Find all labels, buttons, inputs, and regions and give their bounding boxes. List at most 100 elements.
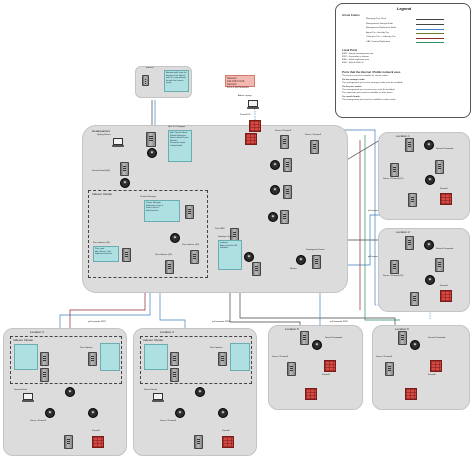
- admin-laptop-icon[interactable]: [247, 100, 259, 109]
- location-2-server-b-icon[interactable]: [390, 260, 399, 274]
- location-1-server-b-icon[interactable]: [390, 163, 399, 177]
- location-3-firewall-icon[interactable]: [92, 436, 104, 448]
- location-4-peer-c-icon[interactable]: [218, 352, 227, 366]
- location-3-peer-c-icon[interactable]: [88, 352, 97, 366]
- hq-router-icon-5[interactable]: ✶: [268, 212, 278, 222]
- location-2-server-c-icon[interactable]: [435, 258, 444, 272]
- hq-router-icon-1[interactable]: ✶: [147, 148, 157, 158]
- server-1-icon[interactable]: [280, 135, 289, 149]
- location-5-server-b-icon[interactable]: [287, 362, 296, 376]
- location-1-server-c-icon[interactable]: [435, 160, 444, 174]
- router-label: Router: [290, 268, 297, 270]
- location-4-router-icon[interactable]: ✶: [195, 387, 205, 397]
- location-5-server-a-icon[interactable]: [300, 331, 309, 345]
- location-6-firewall-b-icon[interactable]: [405, 388, 417, 400]
- location-3-peer-b-icon[interactable]: [40, 368, 49, 382]
- location-2-server-d-icon[interactable]: [410, 292, 419, 306]
- core-server-icon[interactable]: [252, 262, 261, 276]
- location-2-router-2-icon[interactable]: ✶: [425, 275, 435, 285]
- location-5-firewall-a-icon[interactable]: [324, 360, 336, 372]
- location-4-server-a-icon[interactable]: [194, 435, 203, 449]
- syslog-label: Syslog Server: [97, 134, 111, 136]
- location-1-router-icon[interactable]: ✶: [424, 140, 434, 150]
- location-4-fw-label: Firewall: [222, 430, 230, 432]
- fw1-label: Firewall 01: [240, 114, 251, 116]
- server-2-icon[interactable]: [310, 140, 319, 154]
- hq-router-icon-3[interactable]: ✶: [270, 160, 280, 170]
- location-1-router-2-icon[interactable]: ✶: [425, 175, 435, 185]
- legend-note-row: On the peer nodes:: [342, 86, 362, 88]
- search-head-server-icon[interactable]: [120, 162, 129, 176]
- location-2-server-a-icon[interactable]: [405, 236, 414, 250]
- hq-cluster-router-icon[interactable]: ✶: [170, 233, 180, 243]
- peer-indexer-2-icon[interactable]: [165, 260, 174, 274]
- location-6-router-icon[interactable]: ✶: [410, 340, 420, 350]
- admin-laptop-label: Admin Laptop: [238, 95, 252, 97]
- location-3-router-2-icon[interactable]: ✶: [45, 408, 55, 418]
- hq-server-3-icon[interactable]: [283, 158, 292, 172]
- location-6-server-a-icon[interactable]: [398, 331, 407, 345]
- location-4-note-a: [144, 344, 168, 370]
- legend-arrow-swatch: [416, 23, 444, 25]
- hq-laptop-icon[interactable]: [112, 138, 124, 147]
- location-1-firewall-icon[interactable]: [440, 193, 452, 205]
- location-5-router-icon[interactable]: ✶: [312, 340, 322, 350]
- location-2-router-icon[interactable]: ✶: [424, 240, 434, 250]
- location-5-firewall-b-icon[interactable]: [305, 388, 317, 400]
- firewall-2-icon[interactable]: [245, 133, 257, 145]
- hub-label: Hub Ts / Deployer: [168, 126, 186, 128]
- location-1-server-a-icon[interactable]: [405, 138, 414, 152]
- location-1-server-d-icon[interactable]: [408, 193, 417, 207]
- location-5-srv-label: Server / Firewall: [272, 356, 288, 358]
- location-4-router-2-icon[interactable]: ✶: [175, 408, 185, 418]
- internet-label: Internet: [146, 67, 154, 69]
- location-2-firewall-icon[interactable]: [440, 290, 452, 302]
- link-label-5: pi-Forwarder 9997: [330, 321, 348, 323]
- cluster-manager-icon[interactable]: [185, 205, 194, 219]
- location-6-firewall-a-icon[interactable]: [430, 360, 442, 372]
- legend-port-row: 8080 - Index replication port: [342, 59, 370, 61]
- hq-cluster-label: Indexer Cluster: [92, 192, 113, 196]
- link-label-2: pi-Forwarder 9997: [368, 256, 386, 258]
- location-4-laptop-icon[interactable]: [152, 393, 164, 402]
- location-3-srv-label: Server / Firewall: [30, 420, 46, 422]
- legend-ports-heading: Local Ports: [342, 48, 358, 52]
- location-3-router-3-icon[interactable]: ✶: [88, 408, 98, 418]
- peer-indexer-3-icon[interactable]: [190, 250, 199, 264]
- link-label-6: Port 8089: [215, 228, 225, 230]
- peer-indexer-1-icon[interactable]: [122, 248, 131, 262]
- deployment-server-icon[interactable]: [312, 255, 321, 269]
- location-3-server-a-icon[interactable]: [64, 435, 73, 449]
- hub-server-icon[interactable]: [146, 132, 156, 147]
- location-1-srv-label: Server / Firewall (01): [383, 178, 404, 180]
- location-3-laptop-icon[interactable]: [22, 393, 34, 402]
- legend-arrow-label: CAF Content Replication: [366, 41, 391, 43]
- location-3-label: Location 3: [30, 330, 44, 334]
- location-4-sh-label: Search Head: [144, 389, 157, 391]
- search-head-label: Search Head (HQ): [92, 170, 111, 172]
- location-4-firewall-icon[interactable]: [222, 436, 234, 448]
- hq-router-icon-6[interactable]: ✶: [296, 255, 306, 265]
- hq-router-icon-4[interactable]: ✶: [270, 185, 280, 195]
- location-3-note-b: [100, 343, 120, 371]
- hq-router-icon-2[interactable]: ✶: [120, 178, 130, 188]
- location-4-peer-a-icon[interactable]: [170, 352, 179, 366]
- hq-server-4-icon[interactable]: [283, 185, 292, 199]
- firewall-1-icon[interactable]: [249, 120, 261, 132]
- internet-note: Inbound traffic from the Internet to the…: [164, 70, 189, 92]
- legend-arrow-label: Managing Port Used: [366, 18, 386, 20]
- hq-core-router-icon[interactable]: ✶: [244, 252, 254, 262]
- hq-server-5-icon[interactable]: [280, 210, 289, 224]
- location-5-sh-label: Search Forwarder: [325, 337, 343, 339]
- legend-arrow-label: Collection Tier -> Indexing Tier: [366, 36, 396, 39]
- location-3-fw-label: Firewall: [92, 430, 100, 432]
- location-3-peer-a-icon[interactable]: [40, 352, 49, 366]
- peer2-label: Peer Indexer (02): [155, 254, 173, 256]
- location-3-cluster: [10, 336, 122, 384]
- location-3-router-icon[interactable]: ✶: [65, 387, 75, 397]
- location-3-cluster-label: Indexer Cluster: [13, 338, 34, 342]
- location-6-server-b-icon[interactable]: [385, 362, 394, 376]
- location-4-router-3-icon[interactable]: ✶: [218, 408, 228, 418]
- location-4-peer-b-icon[interactable]: [170, 368, 179, 382]
